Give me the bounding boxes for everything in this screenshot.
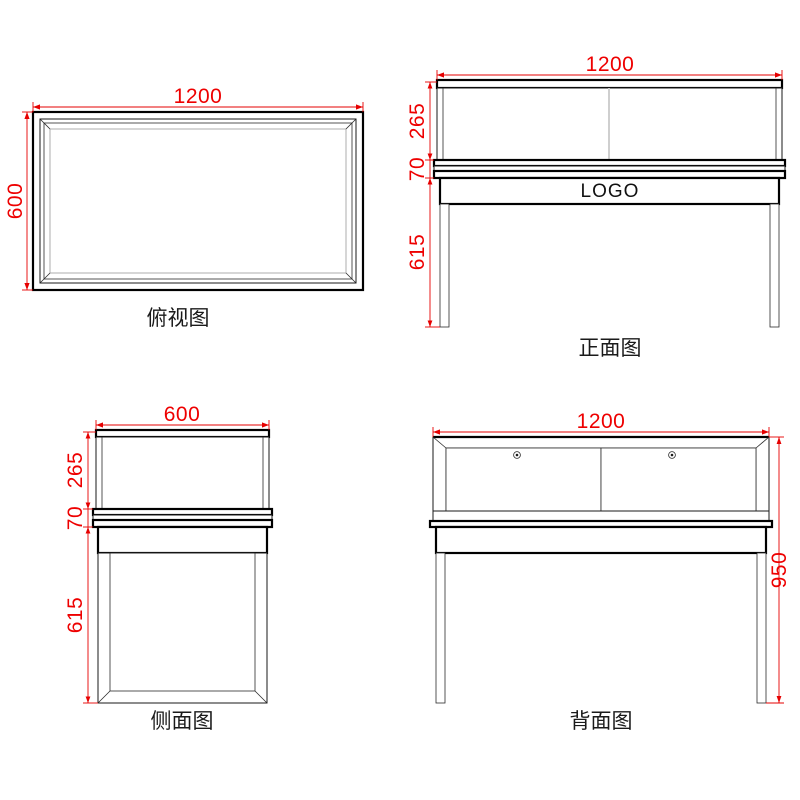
back-leg-left bbox=[435, 552, 446, 704]
side-arrow-265-top bbox=[85, 432, 91, 439]
back-leg-right bbox=[756, 552, 767, 704]
back-apron-panel bbox=[434, 525, 768, 555]
front-leg-left bbox=[439, 203, 450, 328]
front-top-cap bbox=[435, 78, 784, 90]
top-arrow-left bbox=[33, 104, 40, 110]
front-arrow-right bbox=[775, 72, 782, 78]
back-mitre-tl bbox=[432, 436, 447, 449]
back-door-left[interactable] bbox=[445, 447, 602, 512]
front-glass-label: 265 bbox=[406, 103, 429, 140]
back-band-rail-1 bbox=[432, 510, 770, 522]
side-dim-stack: 265 70 615 bbox=[64, 431, 98, 704]
back-width-label: 1200 bbox=[577, 410, 626, 433]
side-glass-body bbox=[95, 436, 270, 510]
back-dim-height: 950 bbox=[766, 436, 791, 704]
front-dim-width: 1200 bbox=[436, 53, 783, 80]
front-arrow-265-bot bbox=[427, 153, 433, 160]
side-dim-depth: 600 bbox=[95, 403, 270, 430]
back-height-label: 950 bbox=[768, 552, 791, 589]
view-front: LOGO 1200 bbox=[406, 53, 787, 360]
side-leg-label: 615 bbox=[64, 597, 87, 634]
top-mitre-br bbox=[345, 272, 357, 284]
back-mitre-tr bbox=[755, 436, 770, 449]
front-width-label: 1200 bbox=[586, 53, 635, 76]
view-side: 600 265 70 615 侧面图 bbox=[64, 403, 274, 733]
back-door-right[interactable] bbox=[600, 447, 757, 512]
front-arrow-left bbox=[437, 72, 444, 78]
back-dim-width: 1200 bbox=[432, 410, 770, 437]
top-frame-band-inner bbox=[43, 122, 353, 280]
side-leg-mitre-br bbox=[254, 690, 268, 704]
front-arrow-265-top bbox=[427, 82, 433, 89]
front-dim-stack: 265 70 615 bbox=[406, 81, 440, 328]
view-label-top: 俯视图 bbox=[147, 306, 210, 330]
view-back: 1200 950 背面图 bbox=[428, 410, 791, 733]
top-arrow-right bbox=[356, 104, 363, 110]
top-frame-band bbox=[39, 118, 357, 284]
top-glass-opening bbox=[49, 128, 347, 274]
front-leg-label: 615 bbox=[406, 234, 429, 271]
top-mitre-tl bbox=[39, 118, 51, 130]
side-apron-panel bbox=[96, 525, 269, 555]
side-leg-mitre-bl bbox=[97, 690, 111, 704]
front-arrow-615-bot bbox=[427, 320, 433, 327]
front-arrow-615-top bbox=[427, 178, 433, 185]
side-arrow-right bbox=[262, 422, 269, 428]
back-arrow-left bbox=[433, 429, 440, 435]
front-logo-panel bbox=[438, 176, 781, 206]
top-dim-depth: 600 bbox=[4, 111, 33, 291]
front-band-label: 70 bbox=[406, 157, 429, 181]
top-depth-label: 600 bbox=[4, 183, 27, 220]
side-glass-label: 265 bbox=[64, 452, 87, 489]
top-mitre-tr bbox=[345, 118, 357, 130]
side-leg-frame-inner bbox=[109, 552, 256, 692]
view-top: 1200 600 俯视图 bbox=[4, 85, 365, 330]
top-arrow-down bbox=[24, 283, 30, 290]
top-arrow-up bbox=[24, 112, 30, 119]
top-mitre-bl bbox=[39, 272, 51, 284]
side-arrow-615-bot bbox=[85, 696, 91, 703]
side-band-rail-1 bbox=[91, 507, 274, 517]
front-band-rail-1 bbox=[432, 158, 787, 168]
back-arrow-down bbox=[776, 696, 782, 703]
back-door-lock-left-pin-icon bbox=[515, 453, 519, 457]
side-arrow-left bbox=[96, 422, 103, 428]
side-depth-label: 600 bbox=[164, 403, 201, 426]
back-door-lock-right-pin-icon bbox=[670, 453, 674, 457]
side-band-label: 70 bbox=[64, 506, 87, 530]
view-label-front: 正面图 bbox=[579, 336, 642, 360]
top-dim-width: 1200 bbox=[32, 85, 364, 112]
back-arrow-up bbox=[776, 437, 782, 444]
view-label-side: 侧面图 bbox=[151, 709, 214, 733]
view-label-back: 背面图 bbox=[570, 709, 633, 733]
side-arrow-615-top bbox=[85, 527, 91, 534]
back-arrow-right bbox=[762, 429, 769, 435]
front-logo-text: LOGO bbox=[581, 181, 640, 202]
side-arrow-265-bot bbox=[85, 502, 91, 509]
side-leg-frame-outer bbox=[97, 552, 268, 704]
side-top-cap bbox=[94, 428, 271, 439]
front-leg-right bbox=[769, 203, 780, 328]
top-width-label: 1200 bbox=[174, 85, 223, 108]
